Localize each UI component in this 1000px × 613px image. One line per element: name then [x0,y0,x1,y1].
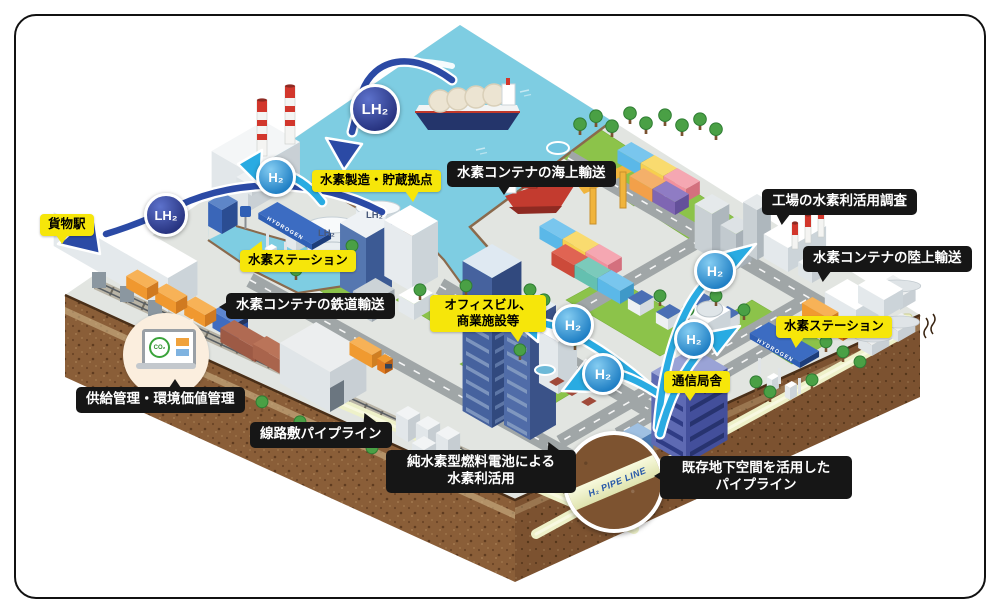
headquarters-building [208,193,238,234]
callout-fuel-cell-line2: 水素利活用 [447,470,515,486]
callout-office-buildings: オフィスビル、 商業施設等 [430,295,546,333]
city-towers [462,244,597,440]
callout-underground-pipeline: 既存地下空間を活用した パイプライン [653,456,852,499]
lng-tanker-ship [297,58,520,130]
callout-freight-station: 貨物駅 [40,214,94,244]
callout-comm-building: 通信局舎 [664,371,731,401]
callout-office-line2: 商業施設等 [456,313,520,328]
pipe-magnifier: H₂ PIPE LINE [563,431,665,533]
callout-land-transport: 水素コンテナの陸上輸送 [803,246,972,272]
h2-pipe-closeup: H₂ PIPE LINE [567,448,661,515]
callout-underground-line1: 既存地下空間を活用した [681,460,831,475]
dome-building [688,299,731,338]
callout-factory-survey: 工場の水素利活用調査 [762,189,917,215]
laptop-icon: CO₂ [142,329,196,367]
badge-h2-factory: H₂ [694,250,736,292]
callout-marine-transport: 水素コンテナの海上輸送 [447,161,616,196]
lh2-tank-label-1: LH₂ [318,228,335,239]
callout-h2-station-right: 水素ステーション [776,316,892,338]
callout-fuel-cell: 純水素型燃料電池による 水素利活用 [386,450,576,493]
callout-h2-station-left: 水素ステーション [240,250,356,272]
badge-h2-plant: H₂ [256,157,296,197]
co2-icon: CO₂ [149,337,170,358]
delivery-truck [349,336,393,374]
badge-lh2-yard: LH₂ [144,193,188,237]
pipeline-building [279,322,367,412]
chart-thumbnail-icon [176,338,189,346]
badge-h2-office: H₂ [552,304,594,346]
container-stacks [539,142,700,304]
chart-thumbnail2-icon [176,349,189,356]
callout-underground-line2: パイプライン [715,476,797,492]
badge-h2-fuelcell: H₂ [582,353,624,395]
lh2-tank-label-2: LH₂ [366,210,383,221]
harbor-park [546,106,723,155]
badge-lh2-ship: LH₂ [350,84,400,134]
supply-management-bubble: CO₂ [123,305,209,397]
callout-supply-management: 供給管理・環境価値管理 [76,378,245,413]
hydrogen-station-right [749,322,820,400]
callout-rail-transport: 水素コンテナの鉄道輸送 [219,293,395,319]
callout-production-base: 水素製造・貯蔵拠点 [312,170,441,192]
pipe-label: H₂ PIPE LINE [586,464,648,499]
laptop-base [136,363,196,369]
callout-track-pipeline: 線路敷パイプライン [250,422,392,448]
callout-office-line1: オフィスビル、 [444,298,532,312]
callout-fuel-cell-line1: 純水素型燃料電池による [406,454,556,469]
badge-h2-station: H₂ [674,319,714,359]
